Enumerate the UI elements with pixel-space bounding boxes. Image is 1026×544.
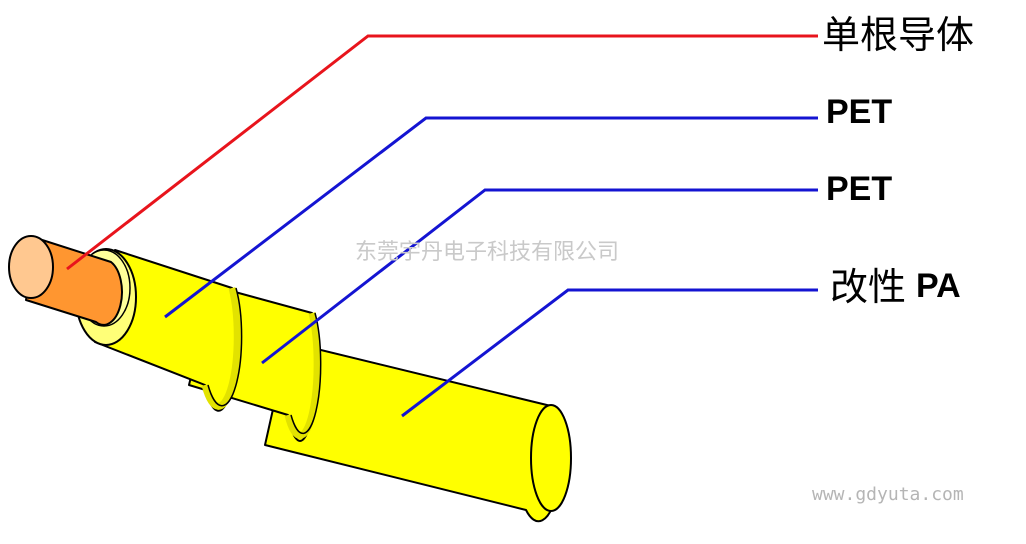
outer-pet-end-ring <box>284 312 321 439</box>
label-modified-pa-suffix: PA <box>916 267 961 305</box>
copper-conductor-end-face <box>8 235 54 299</box>
conductor-leader-line <box>66 34 818 271</box>
watermark-company-name: 东莞宇丹电子科技有限公司 <box>355 240 620 265</box>
inner-pet-leader-line <box>164 116 818 319</box>
label-modified-pa-prefix: 改性 <box>830 265 907 309</box>
website-url: www.gdyuta.com <box>812 484 964 505</box>
pa-leader-line <box>401 288 818 418</box>
outer-pa-sheath-end <box>530 404 572 512</box>
outer-pet-leader-line <box>261 188 818 365</box>
label-pet-inner: PET <box>826 93 893 131</box>
label-conductor: 单根导体 <box>822 13 975 57</box>
inner-pet-end-ring <box>201 287 241 410</box>
label-pet-outer: PET <box>826 170 893 208</box>
